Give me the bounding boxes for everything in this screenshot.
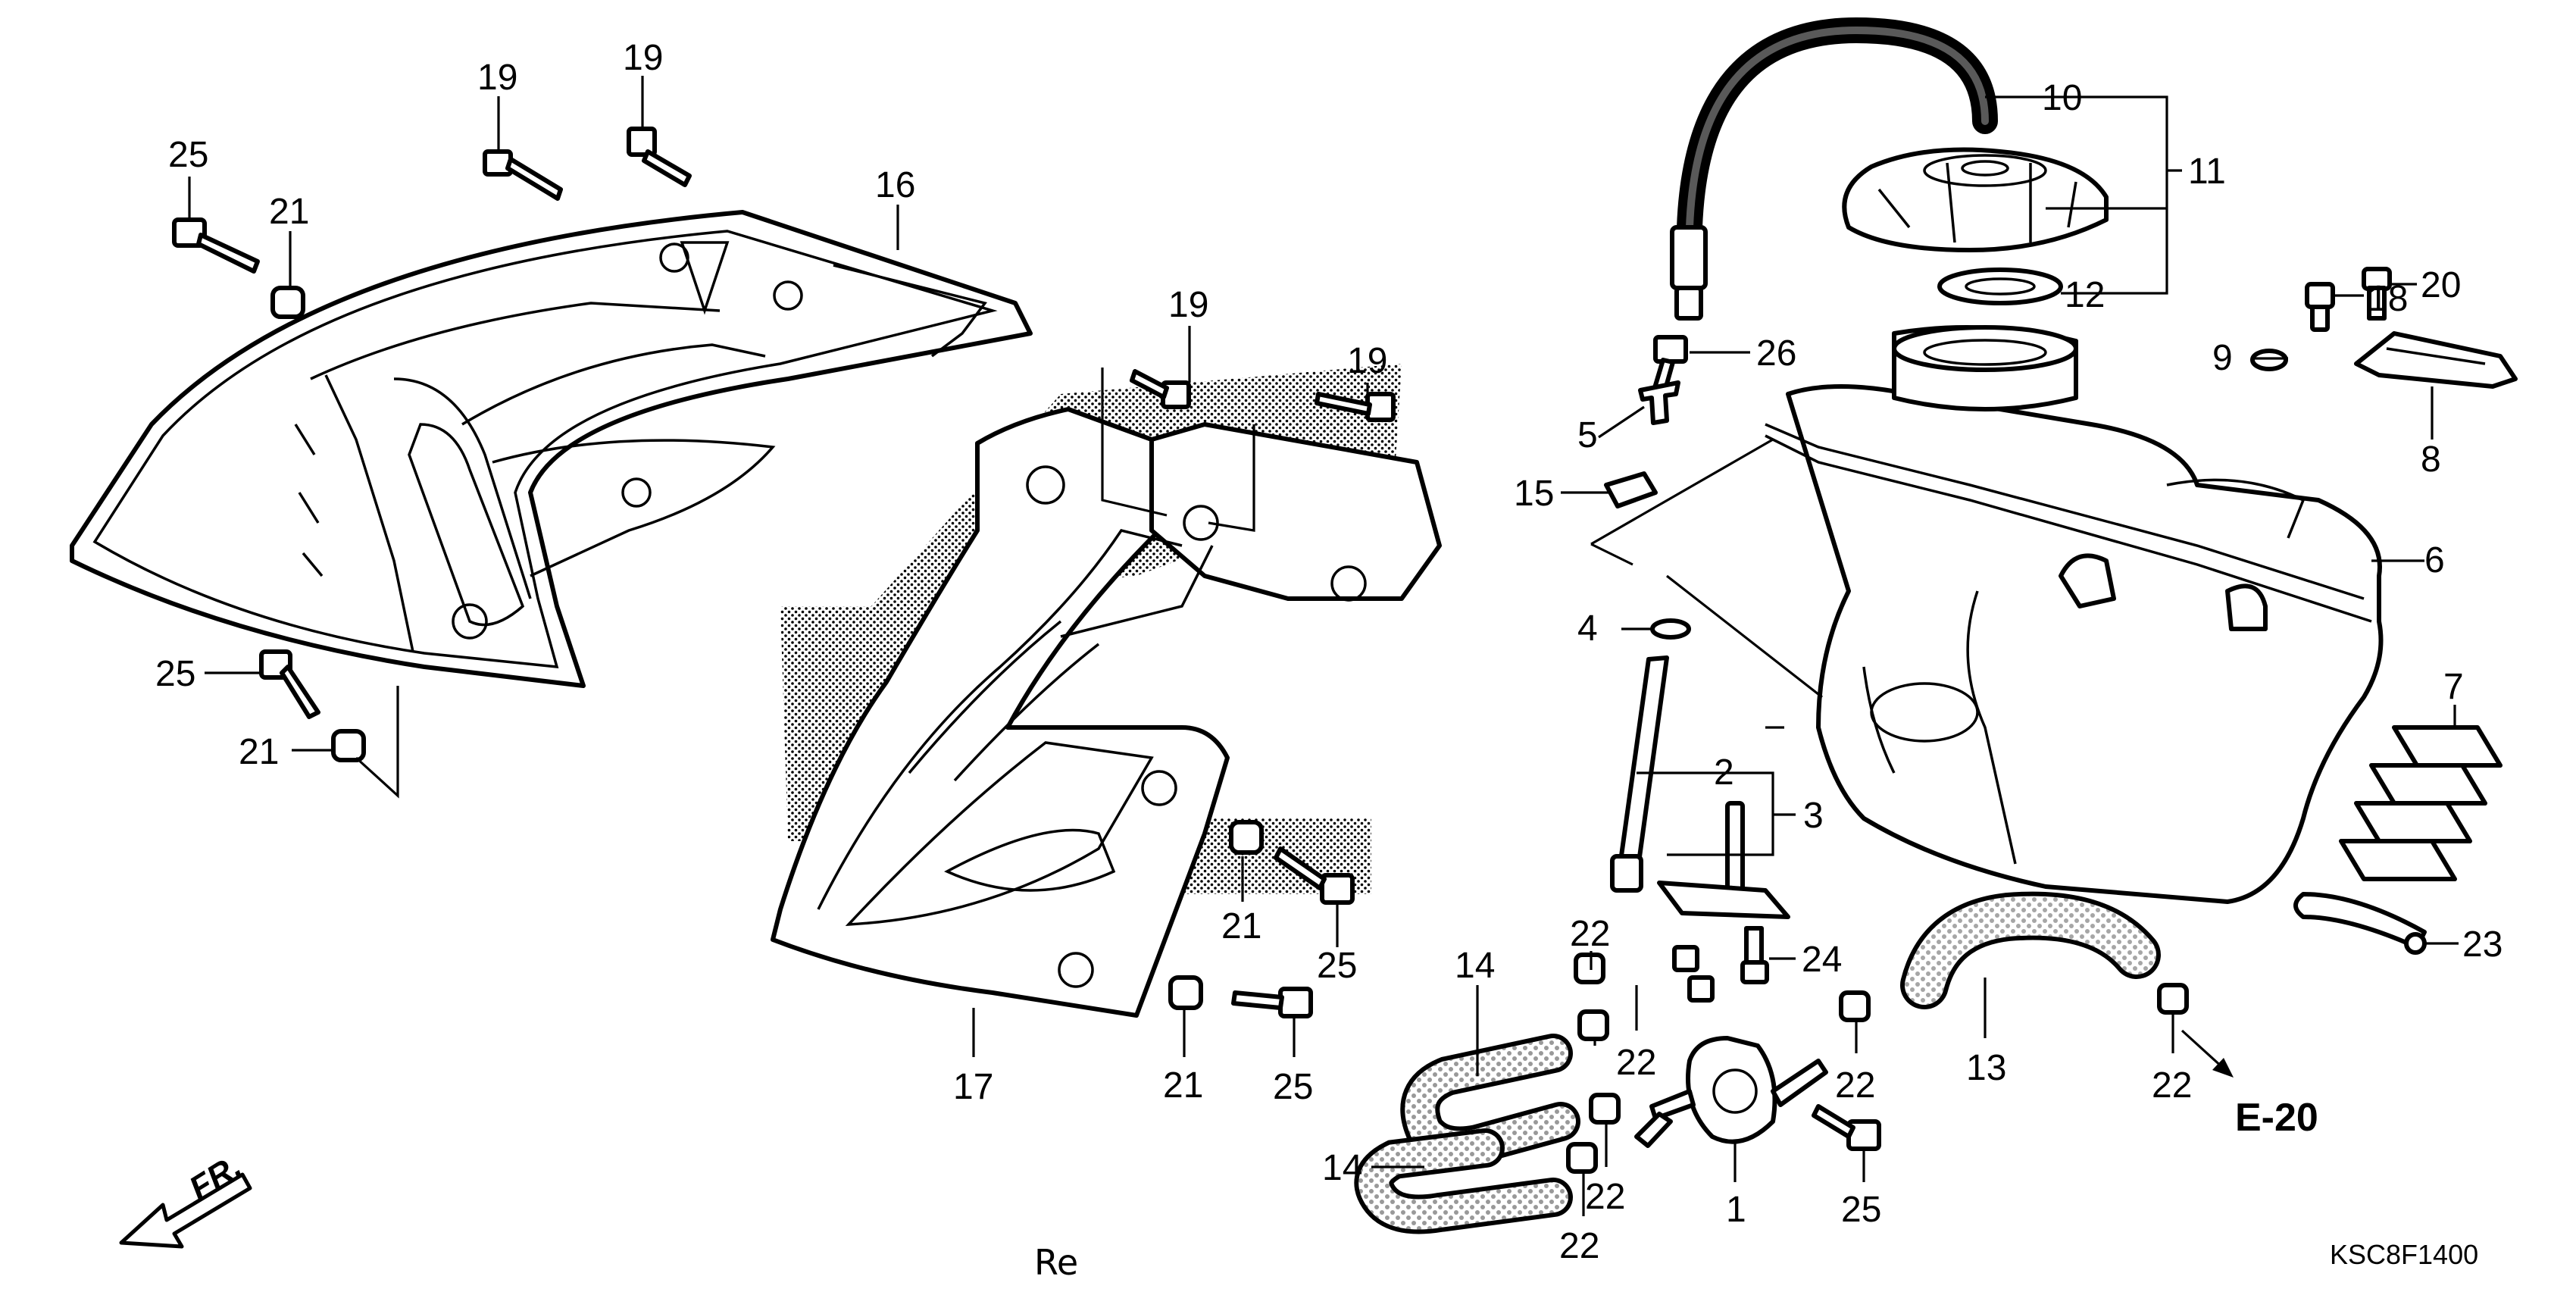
rubber-band-7-part (2339, 725, 2503, 881)
callout-26: 26 (1756, 333, 1796, 374)
diagram-code: KSC8F1400 (2330, 1239, 2478, 1270)
fuel-valve-plate-3-part (1657, 801, 1790, 919)
bolt-25-top-left (172, 217, 260, 274)
washer-4-part (1650, 618, 1691, 640)
bracket-8-part (2354, 331, 2518, 389)
callout-19-b: 19 (623, 38, 663, 78)
callout-21-d: 21 (1163, 1065, 1203, 1106)
hose-clip-22-c (1589, 1093, 1621, 1125)
strap-23-part (2293, 892, 2427, 955)
callout-14-lower: 14 (1322, 1148, 1362, 1188)
hose-clip-22-f (2157, 983, 2189, 1015)
callout-24: 24 (1802, 940, 1842, 980)
collar-5-part (1638, 380, 1680, 425)
grommet-21-top (270, 286, 305, 319)
front-label: FR. (183, 1147, 248, 1207)
callout-21-a: 21 (269, 192, 309, 232)
callout-2: 2 (1714, 752, 1734, 793)
bolt-25-center (1274, 846, 1355, 905)
callout-13: 13 (1966, 1048, 2006, 1088)
bolt-19-right (1315, 392, 1396, 422)
cap-gasket-part (1937, 267, 2063, 305)
callout-18: 18 (2368, 279, 2408, 319)
callout-20: 20 (2421, 265, 2461, 305)
callout-25-b: 25 (155, 654, 195, 694)
bolt-19-top (627, 127, 692, 187)
callout-14-upper: 14 (1455, 946, 1495, 986)
callout-25-c: 25 (1317, 946, 1357, 986)
fuel-valve-1-part (1634, 1036, 1828, 1148)
filler-hose-part (1670, 17, 1998, 321)
callout-15: 15 (1514, 474, 1554, 514)
valve-18-part (2305, 282, 2335, 332)
callout-17: 17 (953, 1067, 993, 1107)
callout-22-e: 22 (1835, 1065, 1875, 1106)
hose-clip-22-b (1577, 1009, 1609, 1041)
callout-22-f: 22 (2152, 1065, 2192, 1106)
bolt-25-petcock (1812, 1104, 1881, 1151)
left-shroud-part (70, 210, 1033, 688)
callout-9: 9 (2212, 338, 2233, 378)
bolt-26-part (1649, 335, 1688, 402)
callout-10: 10 (2042, 78, 2082, 118)
bolt-19-left (483, 149, 563, 201)
hose-clip-22-a (1574, 953, 1605, 984)
grommet-21-lower (1168, 975, 1203, 1010)
callout-21-b: 21 (239, 732, 279, 772)
callout-22-d: 22 (1559, 1226, 1599, 1266)
callout-25-d: 25 (1273, 1067, 1313, 1107)
callout-3: 3 (1803, 796, 1824, 836)
hose-clip-22-d (1566, 1142, 1598, 1174)
callout-22-c: 22 (1585, 1177, 1625, 1217)
strainer-2-part (1610, 655, 1669, 893)
leader-lines (188, 76, 2459, 1216)
cushion-15-part (1604, 471, 1658, 508)
bolt-25-lower (1231, 987, 1313, 1018)
callout-1: 1 (1726, 1190, 1746, 1230)
callout-25-a: 25 (168, 135, 208, 175)
callout-7: 7 (2443, 667, 2464, 707)
callout-11: 11 (2188, 152, 2226, 192)
hose-clip-22-e (1839, 990, 1871, 1022)
fuel-cap-part (1842, 147, 2109, 252)
footer-text: Re (1034, 1242, 1078, 1283)
callout-4: 4 (1577, 608, 1598, 649)
right-shroud-part (771, 364, 1442, 1018)
callout-19-a: 19 (477, 58, 517, 98)
callout-19-d: 19 (1347, 341, 1387, 381)
callout-25-e: 25 (1841, 1190, 1881, 1230)
callout-21-c: 21 (1221, 906, 1261, 946)
callout-6: 6 (2424, 540, 2445, 580)
callout-19-c: 19 (1168, 285, 1208, 325)
callout-5: 5 (1577, 415, 1598, 455)
front-arrow-icon (119, 1172, 252, 1249)
callout-8: 8 (2421, 440, 2441, 480)
breather-hose-13-part (1900, 891, 2161, 1009)
arrow-to-e20 (2181, 1029, 2234, 1078)
fuel-tank-part (1765, 325, 2384, 904)
callout-22-b: 22 (1616, 1043, 1656, 1083)
section-ref-label: E-20 (2235, 1096, 2318, 1140)
callout-22-a: 22 (1570, 914, 1610, 954)
bolt-19-mid (1130, 369, 1191, 409)
fuel-hose-14-lower (1354, 1128, 1573, 1234)
callout-16: 16 (875, 165, 915, 205)
callout-23: 23 (2462, 924, 2503, 965)
callout-labels: 1 2 3 4 5 6 7 8 9 10 11 12 13 14 14 15 1… (155, 38, 2503, 1266)
grommet-21-left (331, 729, 366, 762)
bolt-25-left (259, 649, 320, 719)
screw-24-part (1672, 926, 1769, 1003)
grommet-21-center (1229, 820, 1264, 855)
washer-9-part (2250, 349, 2288, 371)
callout-12: 12 (2065, 275, 2105, 315)
bolt-20-part (2362, 267, 2392, 321)
